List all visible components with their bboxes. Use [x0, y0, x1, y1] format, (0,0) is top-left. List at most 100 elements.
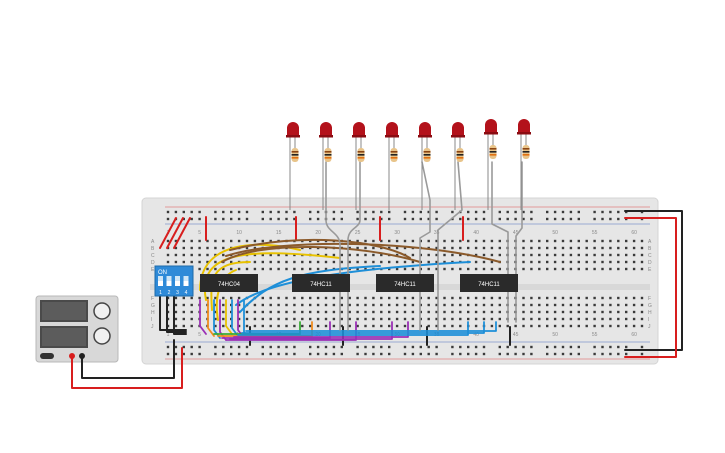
strip-hole — [388, 324, 391, 328]
strip-hole — [182, 260, 185, 264]
strip-hole — [601, 296, 604, 300]
strip-hole — [411, 267, 415, 271]
strip-hole — [498, 296, 501, 300]
strip-hole — [474, 324, 478, 328]
strip-hole — [198, 239, 201, 243]
strip-hole — [301, 260, 304, 264]
strip-hole — [206, 296, 209, 300]
chip-74hc11-c[interactable]: 74HC11 — [460, 274, 518, 292]
rail-hole — [419, 210, 422, 214]
led-3[interactable] — [353, 122, 365, 136]
strip-hole — [356, 324, 359, 328]
strip-hole — [198, 246, 201, 250]
rail-hole — [506, 352, 509, 356]
strip-hole — [609, 296, 612, 300]
rail-hole — [403, 352, 407, 356]
strip-hole — [625, 296, 628, 300]
rail-hole — [198, 210, 201, 214]
column-number: 10 — [236, 230, 242, 236]
strip-hole — [609, 260, 612, 264]
strip-hole — [174, 296, 178, 300]
strip-hole — [467, 317, 470, 321]
rail-hole — [514, 345, 517, 349]
strip-hole — [474, 317, 478, 321]
strip-hole — [253, 310, 257, 314]
strip-hole — [522, 260, 525, 264]
dip-on-label: ON — [158, 270, 167, 276]
rail-hole — [190, 217, 193, 221]
rail-hole — [198, 217, 201, 221]
strip-hole — [340, 303, 343, 307]
strip-hole — [593, 239, 596, 243]
strip-hole — [222, 317, 225, 321]
strip-hole — [569, 253, 573, 257]
led-8[interactable] — [518, 119, 530, 133]
rail-hole — [340, 210, 343, 214]
led-7[interactable] — [485, 119, 497, 133]
strip-hole — [522, 303, 525, 307]
strip-hole — [553, 324, 557, 328]
strip-hole — [538, 267, 541, 271]
strip-hole — [625, 324, 628, 328]
strip-hole — [609, 267, 612, 271]
led-6[interactable] — [452, 122, 464, 136]
chip-74hc11-a[interactable]: 74HC11 — [292, 274, 350, 292]
led-1[interactable] — [287, 122, 299, 136]
strip-hole — [553, 260, 557, 264]
strip-hole — [237, 296, 241, 300]
power-switch[interactable] — [40, 353, 54, 359]
chip-74hc04[interactable]: 74HC04 — [200, 274, 258, 292]
power-supply[interactable] — [35, 295, 119, 363]
strip-hole — [214, 303, 217, 307]
strip-hole — [198, 296, 201, 300]
rail-hole — [324, 352, 328, 356]
strip-hole — [411, 310, 415, 314]
strip-hole — [395, 303, 399, 307]
rail-hole — [546, 217, 549, 221]
chip-74hc11-b[interactable]: 74HC11 — [376, 274, 434, 292]
resistor-band — [291, 151, 299, 153]
strip-hole — [601, 303, 604, 307]
strip-hole — [316, 324, 320, 328]
led-rim — [319, 135, 333, 138]
strip-hole — [625, 246, 628, 250]
resistor-band — [522, 154, 530, 156]
strip-hole — [443, 317, 446, 321]
strip-hole — [593, 310, 596, 314]
strip-hole — [577, 246, 580, 250]
strip-hole — [277, 267, 280, 271]
current-knob[interactable] — [93, 327, 111, 345]
strip-hole — [395, 260, 399, 264]
strip-hole — [340, 296, 343, 300]
strip-hole — [609, 239, 612, 243]
strip-hole — [617, 324, 620, 328]
strip-hole — [482, 253, 486, 257]
led-2[interactable] — [320, 122, 332, 136]
strip-hole — [585, 267, 588, 271]
rail-hole — [182, 217, 185, 221]
strip-hole — [593, 303, 596, 307]
strip-hole — [395, 324, 399, 328]
chip-label: 74HC11 — [394, 282, 416, 288]
strip-hole — [293, 267, 296, 271]
strip-hole — [498, 246, 501, 250]
strip-hole — [190, 310, 193, 314]
strip-hole — [609, 246, 612, 250]
led-4[interactable] — [386, 122, 398, 136]
strip-hole — [625, 310, 628, 314]
strip-hole — [640, 267, 644, 271]
rail-hole — [198, 345, 201, 349]
rail-hole — [214, 352, 217, 356]
strip-hole — [332, 296, 336, 300]
strip-hole — [632, 310, 636, 314]
voltage-knob[interactable] — [93, 302, 111, 320]
rail-hole — [230, 352, 233, 356]
led-5[interactable] — [419, 122, 431, 136]
rail-hole — [561, 217, 565, 221]
strip-hole — [253, 267, 257, 271]
column-number: 45 — [513, 230, 519, 236]
strip-hole — [585, 253, 588, 257]
strip-hole — [435, 260, 438, 264]
